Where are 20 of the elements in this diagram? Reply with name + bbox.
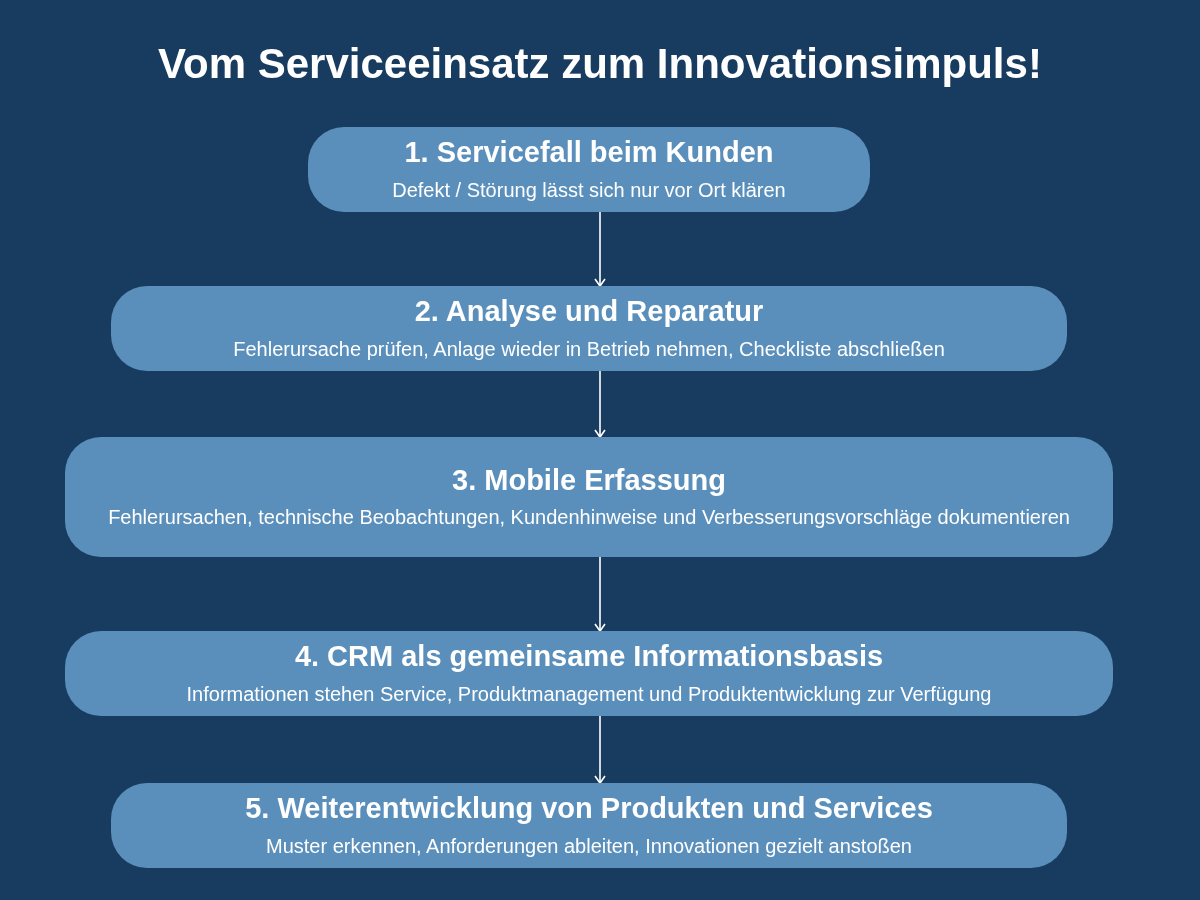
title: Vom Serviceeinsatz zum Innovationsimpuls! — [157, 39, 1043, 89]
arrow — [594, 715, 606, 784]
process-box — [65, 631, 1113, 716]
arrow — [594, 370, 606, 438]
process-box — [65, 437, 1113, 557]
step-description: Fehlerursache prüfen, Anlage wieder in Betrieb nehmen, Checkliste abschließen — [233, 336, 945, 362]
process-box — [111, 783, 1067, 868]
step-description: Defekt / Störung lässt sich nur vor Ort klären — [392, 177, 786, 203]
step-description: Muster erkennen, Anforderungen ableiten, Innovationen gezielt anstoßen — [266, 833, 912, 859]
step-heading: 3. Mobile Erfassung — [452, 462, 726, 498]
step-description: Fehlerursachen, technische Beobachtungen, Kundenhinweise und Verbesserungsvorschläge dokumentieren — [108, 505, 1070, 531]
arrow — [594, 211, 606, 287]
step-heading: 2. Analyse und Reparatur — [414, 294, 764, 330]
step-heading: 5. Weiterentwicklung von Produkten und Services — [245, 791, 933, 827]
process-box — [308, 127, 870, 212]
step-heading: 4. CRM als gemeinsame Informationsbasis — [294, 639, 884, 675]
step-description: Informationen stehen Service, Produktmanagement und Produktentwicklung zur Verfügung — [186, 681, 992, 707]
process-box — [111, 286, 1067, 371]
step-heading: 1. Servicefall beim Kunden — [404, 135, 774, 171]
arrow — [594, 556, 606, 632]
